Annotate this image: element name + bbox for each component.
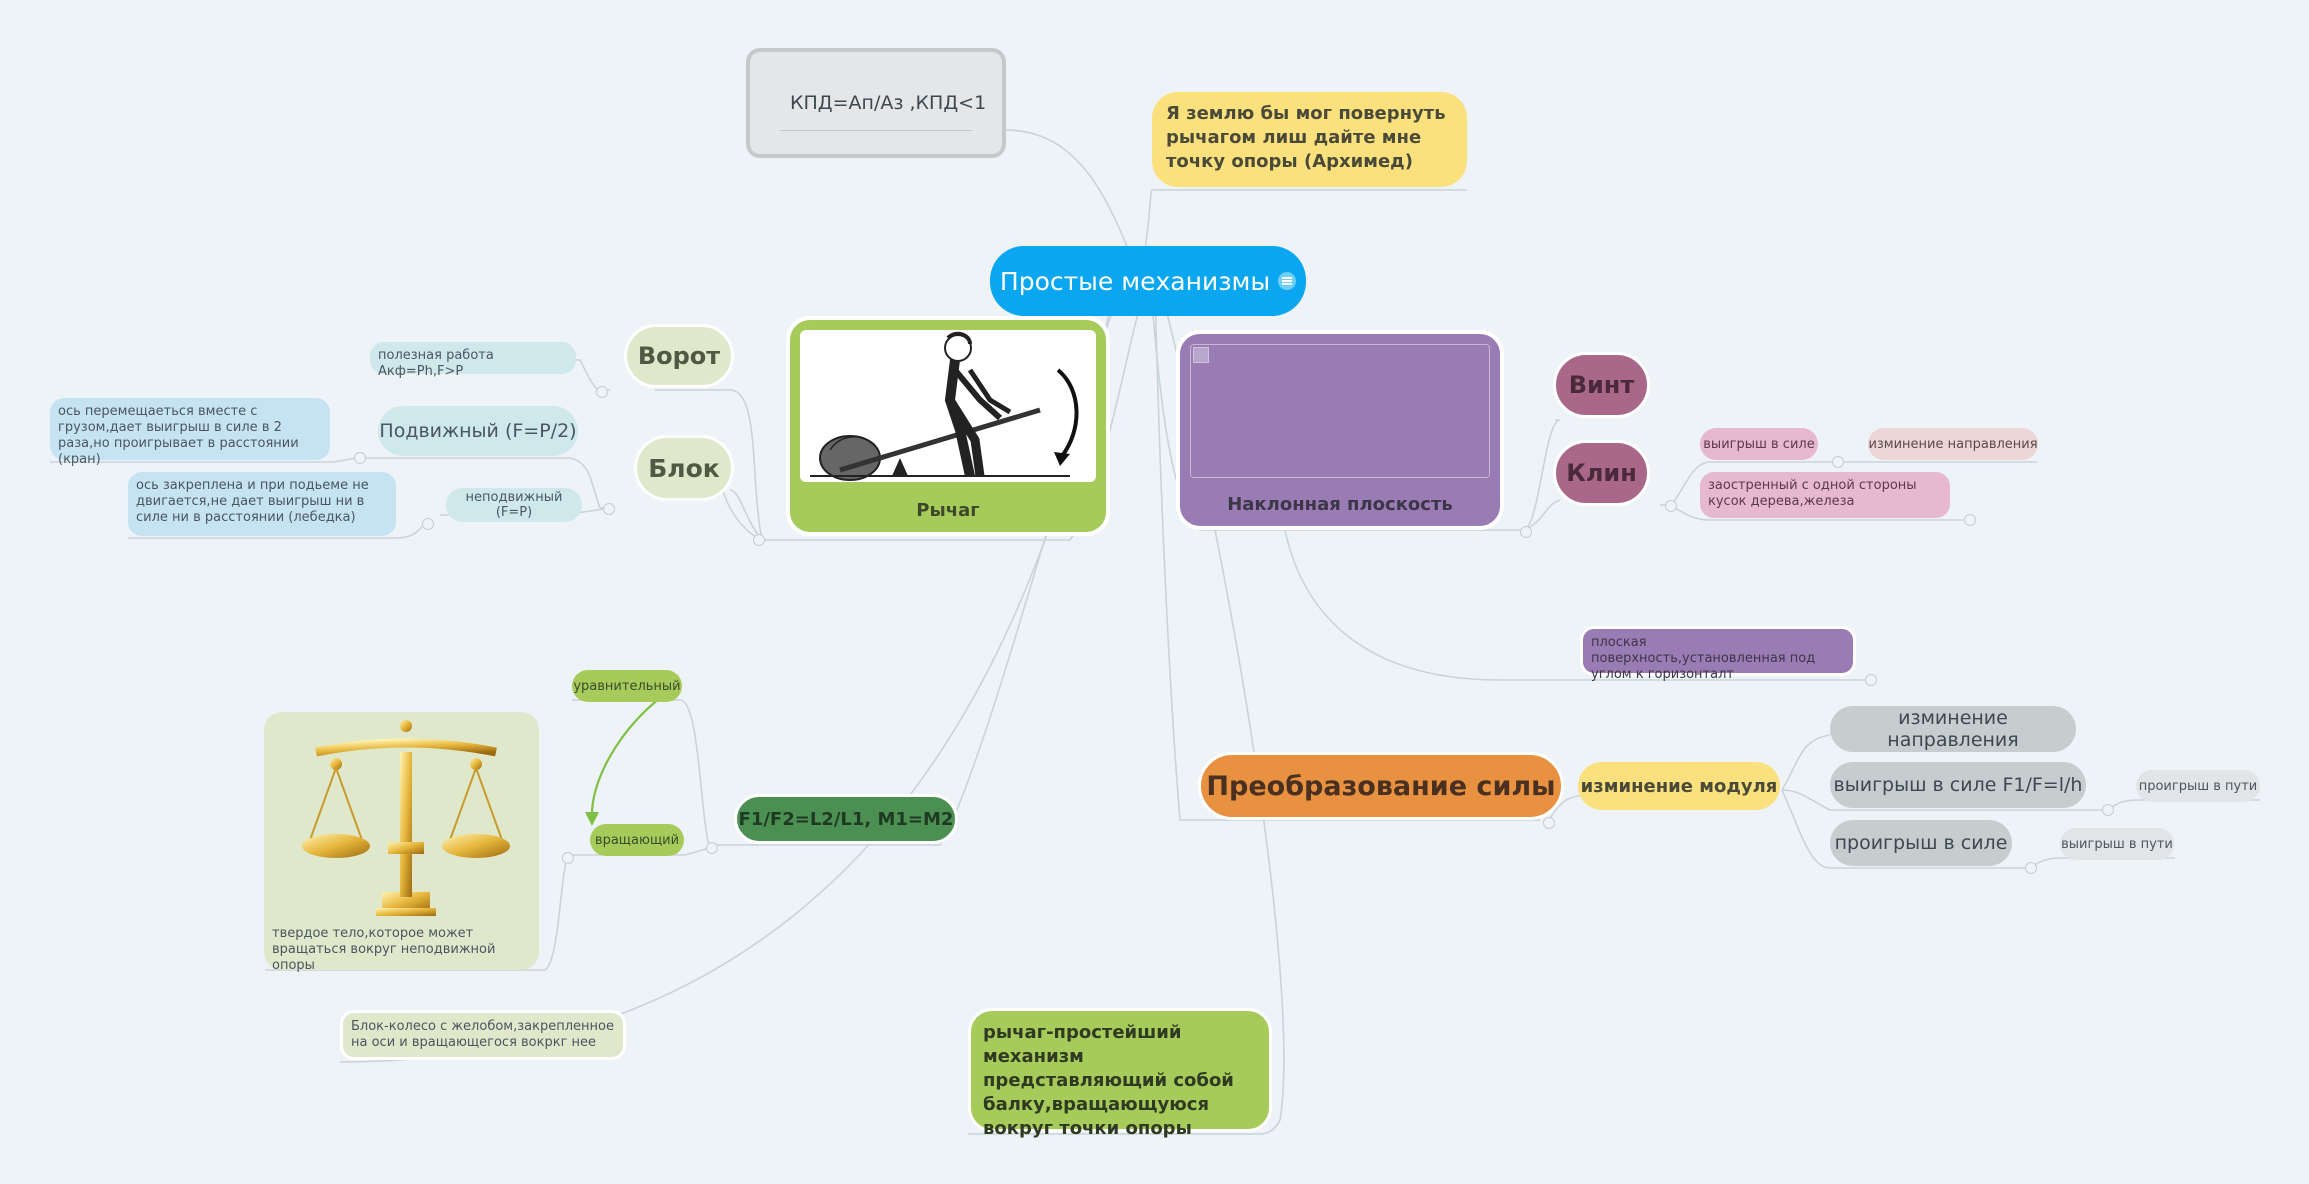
inclined-note-text: плоская поверхность,установленная под уг…: [1591, 635, 1816, 682]
klin-note-text: заостренный с одной стороны кусок дерева…: [1708, 478, 1917, 509]
transform-loss[interactable]: проигрыш в силе: [1830, 820, 2012, 866]
root-label: Простые механизмы: [999, 266, 1271, 296]
formula-balancing-label: уравнительный: [573, 678, 681, 694]
vorot-label: Ворот: [637, 342, 721, 370]
archimedes-quote[interactable]: Я землю бы мог повернуть рычагом лиш дай…: [1152, 92, 1467, 187]
link-formula-balancing: [572, 699, 711, 849]
transform-direction[interactable]: изминение направления: [1830, 706, 2076, 752]
blok-movable-note[interactable]: ось перемещаеться вместе с грузом,дает в…: [50, 398, 330, 467]
formula-topic[interactable]: F1/F2=L2/L1, M1=M2: [734, 794, 958, 844]
joint-circle[interactable]: [1543, 817, 1555, 829]
link-movable-note: [50, 457, 359, 463]
klin-direction[interactable]: изминение направления: [1868, 428, 2038, 460]
transform-gain-note[interactable]: проигрыш в пути: [2136, 770, 2260, 802]
blok-fixed-note[interactable]: ось закреплена и при подьеме не двигаетс…: [128, 472, 396, 536]
link-lever-vorot: [655, 389, 763, 541]
formula-image-note[interactable]: твердое тело,которое может вращаться вок…: [264, 712, 539, 973]
kpd-divider: [780, 130, 972, 131]
blok-movable-label: Подвижный (F=P/2): [379, 420, 577, 442]
klin-gain[interactable]: выигрыш в силе: [1700, 428, 1818, 460]
joint-circle[interactable]: [596, 386, 608, 398]
formula-rotating[interactable]: вращающий: [590, 824, 684, 856]
link-modulus-loss: [1781, 789, 2030, 869]
man-lifting-rock-with-lever-image: [800, 330, 1096, 482]
transform-loss-note-text: выигрыш в пути: [2061, 836, 2173, 852]
transform-modulus-label: изминение модуля: [1580, 775, 1778, 797]
klin-gain-label: выигрыш в силе: [1703, 436, 1815, 452]
joint-circle[interactable]: [1865, 674, 1877, 686]
klin-direction-label: изминение направления: [1868, 436, 2038, 452]
link-inclined-note: [1284, 529, 1870, 681]
blok-movable-note-text: ось перемещаеться вместе с грузом,дает в…: [58, 404, 299, 467]
archimedes-label: Я землю бы мог повернуть рычагом лиш дай…: [1166, 103, 1446, 172]
joint-circle[interactable]: [1964, 514, 1976, 526]
link-rotating-image: [265, 857, 569, 971]
joint-circle[interactable]: [1832, 456, 1844, 468]
joint-circle[interactable]: [2102, 804, 2114, 816]
link-modulus-gain: [1781, 789, 2110, 811]
vorot-topic[interactable]: Ворот: [624, 324, 734, 388]
joint-circle[interactable]: [562, 852, 574, 864]
blok-movable[interactable]: Подвижный (F=P/2): [378, 406, 578, 456]
formula-balancing[interactable]: уравнительный: [572, 670, 682, 702]
transform-loss-label: проигрыш в силе: [1834, 832, 2008, 854]
root-topic[interactable]: Простые механизмы: [990, 246, 1306, 316]
transform-modulus[interactable]: изминение модуля: [1578, 762, 1780, 810]
kpd-topic[interactable]: КПД=Ап/Аз ,КПД<1: [746, 48, 1006, 158]
blok-fixed-label: неподвижный (F=P): [465, 490, 563, 520]
joint-circle[interactable]: [2025, 862, 2037, 874]
balancing-to-rotating-arrow: [590, 697, 661, 821]
inclined-note[interactable]: плоская поверхность,установленная под уг…: [1580, 626, 1856, 682]
transform-gain-note-text: проигрыш в пути: [2138, 778, 2258, 794]
vint-label: Винт: [1568, 371, 1635, 399]
blok-label: Блок: [648, 453, 720, 483]
blok-fixed[interactable]: неподвижный (F=P): [446, 488, 582, 522]
formula-rotating-label: вращающий: [594, 832, 680, 848]
link-modulus-direction: [1781, 734, 1831, 791]
block-definition-text: Блок-колесо с желобом,закрепленное на ос…: [351, 1019, 614, 1050]
inclined-topic[interactable]: Наклонная плоскость: [1176, 330, 1504, 530]
arrow-head: [585, 812, 599, 826]
golden-balance-scale-image: [302, 720, 510, 916]
transform-gain[interactable]: выигрыш в силе F1/F=l/h: [1830, 762, 2086, 808]
transform-topic[interactable]: Преобразование силы: [1198, 752, 1564, 820]
broken-image: [1190, 344, 1490, 478]
link-inclined-klin: [1524, 499, 1561, 531]
vint-topic[interactable]: Винт: [1553, 352, 1650, 418]
joint-circle[interactable]: [1665, 500, 1677, 512]
transform-gain-label: выигрыш в силе F1/F=l/h: [1833, 774, 2083, 796]
link-blok-movable: [358, 457, 610, 509]
joint-circle[interactable]: [603, 503, 615, 515]
klin-note[interactable]: заостренный с одной стороны кусок дерева…: [1700, 472, 1950, 518]
joint-circle[interactable]: [1520, 526, 1532, 538]
vorot-note[interactable]: полезная работа Акф=Ph,F>P: [370, 342, 576, 379]
link-inclined-vint: [1524, 419, 1561, 531]
joint-circle[interactable]: [706, 842, 718, 854]
transform-loss-note[interactable]: выигрыш в пути: [2060, 828, 2174, 860]
formula-image-note-text: твердое тело,которое может вращаться вок…: [272, 926, 496, 973]
transform-direction-label: изминение направления: [1887, 707, 2019, 751]
blok-topic[interactable]: Блок: [634, 435, 734, 501]
klin-label: Клин: [1566, 459, 1637, 487]
lever-label: Рычаг: [916, 500, 980, 521]
transform-label: Преобразование силы: [1206, 770, 1556, 802]
note-icon[interactable]: [1278, 272, 1297, 290]
block-definition[interactable]: Блок-колесо с желобом,закрепленное на ос…: [340, 1010, 626, 1060]
lever-definition-text: рычаг-простейший механизм представляющий…: [983, 1022, 1234, 1139]
joint-circle[interactable]: [753, 534, 765, 546]
lever-definition[interactable]: рычаг-простейший механизм представляющий…: [968, 1008, 1272, 1139]
klin-topic[interactable]: Клин: [1553, 440, 1650, 506]
joint-circle[interactable]: [422, 518, 434, 530]
blok-fixed-note-text: ось закреплена и при подьеме не двигаетс…: [136, 478, 369, 525]
lever-topic[interactable]: Рычаг: [786, 316, 1110, 536]
kpd-label: КПД=Ап/Аз ,КПД<1: [790, 92, 987, 114]
link-root-transform: [1154, 284, 1540, 821]
inclined-label: Наклонная плоскость: [1227, 494, 1453, 515]
formula-label: F1/F2=L2/L1, M1=M2: [738, 808, 954, 830]
joint-circle[interactable]: [354, 452, 366, 464]
vorot-note-text: полезная работа Акф=Ph,F>P: [378, 348, 494, 379]
